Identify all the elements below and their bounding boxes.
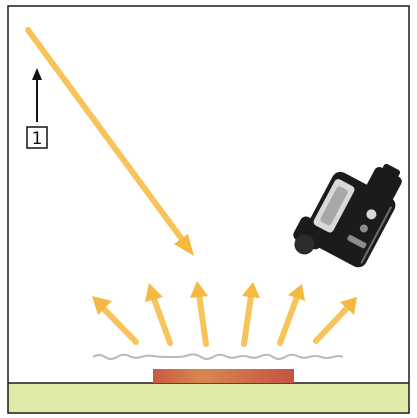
ground [8, 383, 409, 413]
callout-box: 1 [27, 127, 47, 149]
callout-label: 1 [32, 129, 43, 149]
target-surface [153, 369, 294, 383]
